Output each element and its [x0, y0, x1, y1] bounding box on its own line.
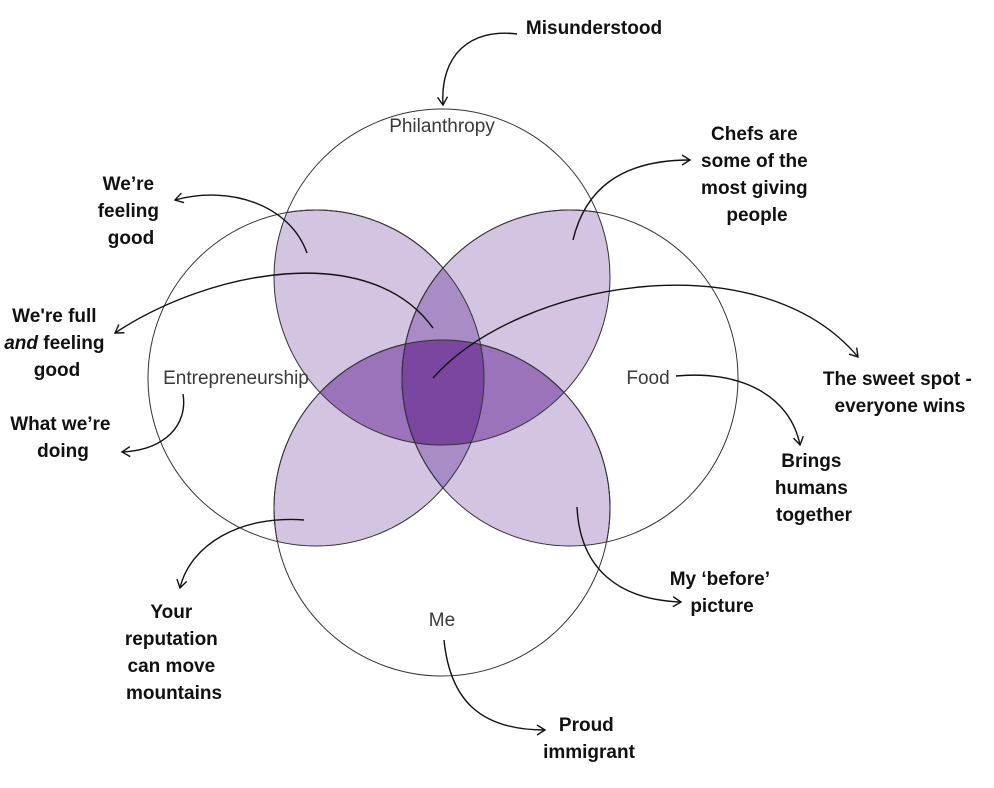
annotation-misunderstood: Misunderstood: [526, 18, 662, 39]
arrow-misunderstood: [436, 32, 518, 107]
arrow-before-picture: [576, 506, 683, 608]
arrow-full-feeling-good: [113, 272, 434, 334]
annotation-what-doing: What we’re doing: [10, 414, 116, 462]
set-label-me: Me: [429, 610, 455, 631]
arrow-feeling-good: [173, 192, 308, 254]
arrow-chefs: [572, 154, 692, 241]
arrow-reputation: [176, 518, 305, 590]
annotation-before-picture: My ‘before’ picture: [670, 569, 775, 617]
set-label-philanthropy: Philanthropy: [389, 116, 495, 137]
circle-me: [273, 339, 611, 677]
annotation-brings-humans: Brings humans together: [775, 451, 853, 526]
annotation-chefs: Chefs are some of the most giving people: [701, 124, 813, 226]
arrow-sweet-spot: [432, 284, 859, 379]
circle-philanthropy: [273, 108, 611, 446]
annotation-feeling-good: We’re feeling good: [98, 174, 165, 249]
arrow-immigrant: [443, 639, 547, 736]
circle-food: [401, 209, 739, 547]
annotation-sweet-spot: The sweet spot - everyone wins: [823, 369, 977, 417]
set-label-food: Food: [626, 368, 669, 389]
annotation-immigrant: Proud immigrant: [543, 715, 636, 763]
set-label-entrepreneurship: Entrepreneurship: [163, 368, 309, 389]
arrow-what-doing: [120, 393, 185, 458]
arrow-brings-humans: [675, 374, 804, 447]
circle-entrepreneurship: [147, 209, 485, 547]
emphasis-and: and: [4, 333, 38, 354]
annotation-full-feeling-good: We're full and feeling good: [4, 306, 110, 381]
annotation-reputation: Your reputation can move mountains: [125, 602, 223, 704]
and-feeling-line: and feeling: [4, 333, 104, 354]
